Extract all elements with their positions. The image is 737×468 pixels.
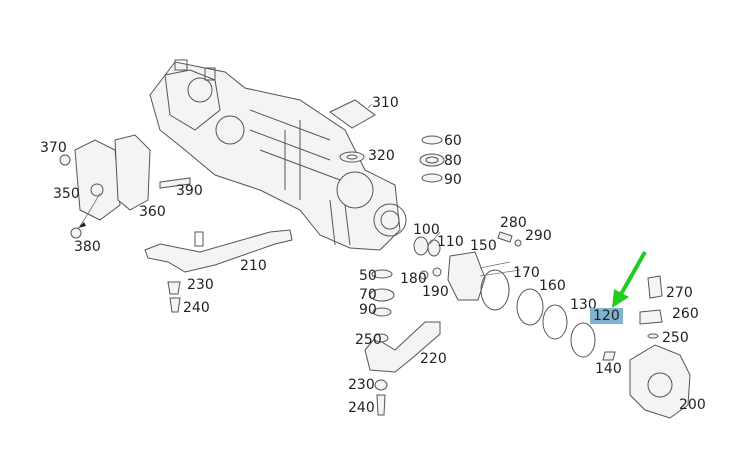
seal-110[interactable] <box>427 239 441 257</box>
washer-250a[interactable] <box>647 333 659 339</box>
nut-190[interactable] <box>432 267 442 277</box>
label-90a[interactable]: 90 <box>444 172 462 188</box>
washer-50[interactable] <box>371 269 393 279</box>
label-200[interactable]: 200 <box>679 397 706 413</box>
label-260[interactable]: 260 <box>672 306 699 322</box>
label-80[interactable]: 80 <box>444 153 462 169</box>
label-270[interactable]: 270 <box>666 285 693 301</box>
label-120-highlighted[interactable]: 120 <box>590 308 623 324</box>
bearing-70[interactable] <box>369 288 395 302</box>
label-230a[interactable]: 230 <box>187 277 214 293</box>
label-380[interactable]: 380 <box>74 239 101 255</box>
bracket-260[interactable] <box>639 309 663 325</box>
ring-120[interactable] <box>570 322 596 358</box>
label-220[interactable]: 220 <box>420 351 447 367</box>
label-290[interactable]: 290 <box>525 228 552 244</box>
label-90b[interactable]: 90 <box>359 302 377 318</box>
label-150[interactable]: 150 <box>470 238 497 254</box>
ball-joint-230[interactable] <box>167 281 181 295</box>
cover-350[interactable] <box>74 139 121 221</box>
label-140[interactable]: 140 <box>595 361 622 377</box>
bolt-280[interactable] <box>497 231 513 243</box>
ring-60[interactable] <box>421 135 443 145</box>
label-60[interactable]: 60 <box>444 133 462 149</box>
bolt-240b[interactable] <box>376 394 386 416</box>
gasket-360[interactable] <box>114 134 151 211</box>
gasket-170[interactable] <box>480 269 510 311</box>
label-170[interactable]: 170 <box>513 265 540 281</box>
ring-90b[interactable] <box>372 307 392 317</box>
label-210[interactable]: 210 <box>240 258 267 274</box>
steering-arm-220[interactable] <box>364 321 441 373</box>
label-190[interactable]: 190 <box>422 284 449 300</box>
axle-housing[interactable] <box>149 59 407 251</box>
label-100[interactable]: 100 <box>413 222 440 238</box>
seal-320[interactable] <box>339 151 365 163</box>
ring-160[interactable] <box>516 288 544 326</box>
label-180[interactable]: 180 <box>400 271 427 287</box>
pin-140[interactable] <box>602 351 616 361</box>
label-360[interactable]: 360 <box>139 204 166 220</box>
bolt-240a[interactable] <box>169 297 181 313</box>
plug-380[interactable] <box>70 227 82 239</box>
plug-370[interactable] <box>59 154 71 166</box>
washer-290[interactable] <box>514 239 522 247</box>
ring-90[interactable] <box>421 173 443 183</box>
label-240b[interactable]: 240 <box>348 400 375 416</box>
ball-joint-230b[interactable] <box>374 379 388 391</box>
bracket-270[interactable] <box>647 275 663 299</box>
plate-310[interactable] <box>329 99 376 129</box>
label-250a[interactable]: 250 <box>662 330 689 346</box>
bolt-390[interactable] <box>159 177 191 189</box>
nut-250b[interactable] <box>373 333 389 343</box>
label-250b[interactable]: 250 <box>355 332 382 348</box>
label-280[interactable]: 280 <box>500 215 527 231</box>
label-240a[interactable]: 240 <box>183 300 210 316</box>
bearing-80[interactable] <box>419 153 445 167</box>
plate-150[interactable] <box>447 251 486 301</box>
label-230b[interactable]: 230 <box>348 377 375 393</box>
nut-180[interactable] <box>419 270 429 280</box>
label-390[interactable]: 390 <box>176 183 203 199</box>
label-50[interactable]: 50 <box>359 268 377 284</box>
bearing-100[interactable] <box>413 236 429 256</box>
label-70[interactable]: 70 <box>359 287 377 303</box>
ring-130[interactable] <box>542 304 568 340</box>
label-350[interactable]: 350 <box>53 186 80 202</box>
label-320[interactable]: 320 <box>368 148 395 164</box>
label-370[interactable]: 370 <box>40 140 67 156</box>
highlight-arrow <box>612 251 647 308</box>
knuckle-200[interactable] <box>629 344 691 419</box>
label-110[interactable]: 110 <box>437 234 464 250</box>
tie-rod-210[interactable] <box>144 229 293 273</box>
label-160[interactable]: 160 <box>539 278 566 294</box>
label-310[interactable]: 310 <box>372 95 399 111</box>
